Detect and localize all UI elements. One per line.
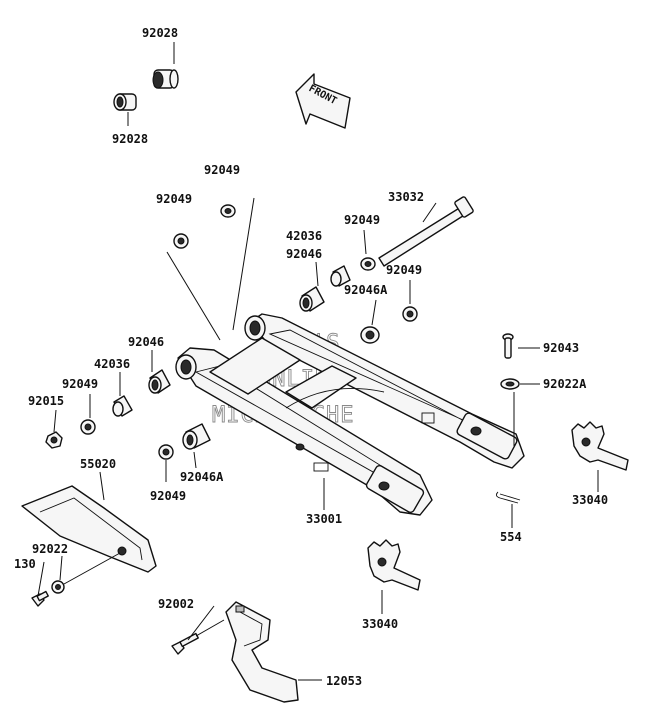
callout-92046A-b: 92046A [180, 470, 224, 484]
part-92002-bolt [171, 632, 199, 655]
callout-92043: 92043 [543, 341, 579, 355]
callout-92049-a: 92049 [204, 163, 240, 177]
callout-labels: 92028 92028 92049 92049 33032 92049 4203… [14, 26, 608, 688]
part-42036-collar-a [330, 265, 351, 287]
part-92046A-seal-a [360, 326, 380, 344]
part-33001-swingarm [175, 313, 525, 516]
part-92022A-washer [500, 378, 520, 390]
part-92049-washer-b [173, 233, 189, 249]
callout-92028-bottom: 92028 [112, 132, 148, 146]
bracket-lines-92049 [166, 251, 221, 341]
part-55020-chain-guide [21, 485, 157, 573]
part-92049-washer-c [360, 257, 376, 271]
part-12053-chain-cover [225, 601, 299, 703]
callout-92046A-a: 92046A [344, 283, 388, 297]
callout-92049-e: 92049 [62, 377, 98, 391]
part-92043-pin [502, 333, 514, 359]
callout-92049-c: 92049 [344, 213, 380, 227]
callout-33032: 33032 [388, 190, 424, 204]
callout-33040-a: 33040 [572, 493, 608, 507]
callout-92028-top: 92028 [142, 26, 178, 40]
part-554-cotter-pin [495, 491, 521, 504]
callout-12053: 12053 [326, 674, 362, 688]
part-92046-bearing-a [299, 286, 325, 312]
callout-92049-d: 92049 [386, 263, 422, 277]
callout-554: 554 [500, 530, 522, 544]
callout-92046-a: 92046 [286, 247, 322, 261]
part-33032-pivot-shaft [378, 196, 474, 267]
part-92049-washer-f [158, 444, 174, 460]
callout-92046-b: 92046 [128, 335, 164, 349]
callout-92002: 92002 [158, 597, 194, 611]
front-arrow-icon [295, 73, 351, 129]
part-33040-chain-adjuster-b [367, 539, 421, 591]
part-92028-bushing-top [152, 69, 179, 89]
part-92049-washer-d [402, 306, 418, 322]
leader-lines [37, 42, 599, 681]
callout-33040-b: 33040 [362, 617, 398, 631]
callout-33001: 33001 [306, 512, 342, 526]
part-92022-washer [51, 580, 65, 594]
part-33040-chain-adjuster-a [571, 421, 629, 471]
part-92049-washer-e [80, 419, 96, 435]
part-92046A-seal-b [182, 423, 211, 450]
callout-92022A: 92022A [543, 377, 587, 391]
part-92046-bearing-b [148, 369, 171, 394]
bracket-lines-92049-b [232, 197, 255, 331]
callout-42036-b: 42036 [94, 357, 130, 371]
front-arrow: FRONT [295, 73, 351, 129]
part-42036-collar-b [112, 395, 133, 417]
part-92015-nut [45, 431, 63, 449]
callout-55020: 55020 [80, 457, 116, 471]
callout-92022: 92022 [32, 542, 68, 556]
callout-42036-a: 42036 [286, 229, 322, 243]
callout-92015: 92015 [28, 394, 64, 408]
callout-130: 130 [14, 557, 36, 571]
part-92049-washer-a [220, 204, 236, 218]
part-130-bolt [31, 590, 49, 607]
part-92028-bushing-bottom [113, 93, 137, 111]
callout-92049-b: 92049 [156, 192, 192, 206]
callout-92049-f: 92049 [150, 489, 186, 503]
